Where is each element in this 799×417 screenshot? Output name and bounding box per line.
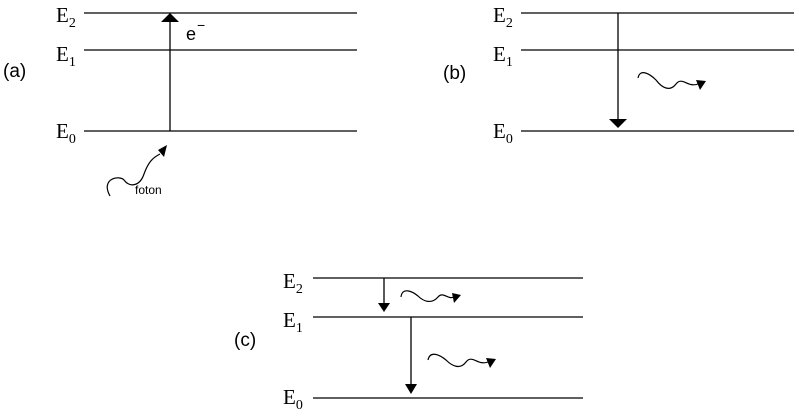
- panel-a-electron-charge: −: [197, 17, 205, 33]
- panel-c-level-e2-label: E2: [283, 269, 303, 297]
- panel-b-photon-arrowhead: [696, 80, 706, 90]
- panel-a-photon-arrowhead: [158, 145, 167, 157]
- panel-b: (b) E2 E1 E0: [443, 3, 794, 147]
- panel-b-decay-arrowhead: [609, 119, 627, 128]
- panel-b-label: (b): [443, 63, 466, 84]
- panel-a-photon-label: foton: [135, 183, 162, 197]
- panel-c-decay-arrowhead-2: [405, 384, 417, 394]
- panel-c: (c) E2 E1 E0: [234, 269, 583, 413]
- panel-b-level-e1-label: E1: [493, 42, 513, 70]
- panel-c-photon-wave-1: [400, 290, 455, 302]
- panel-c-photon-wave-2: [427, 353, 489, 368]
- panel-b-level-e2-label: E2: [493, 3, 513, 31]
- panel-c-decay-arrowhead-1: [378, 303, 390, 312]
- panel-c-photon-arrowhead-2: [486, 358, 496, 368]
- panel-c-level-e1-label: E1: [283, 308, 303, 336]
- panel-a-excitation-arrowhead: [161, 13, 179, 22]
- panel-c-photon-arrowhead-1: [452, 293, 461, 303]
- panel-a: (a) E2 E1 E0 e − foton: [3, 3, 357, 197]
- panel-b-level-e0-label: E0: [493, 119, 513, 147]
- panel-a-level-e1-label: E1: [56, 42, 76, 70]
- panel-c-label: (c): [234, 330, 256, 351]
- panel-c-level-e0-label: E0: [283, 385, 303, 413]
- panel-a-level-e0-label: E0: [56, 119, 76, 147]
- panel-a-photon-wave: [106, 153, 161, 197]
- panel-a-label: (a): [3, 61, 26, 82]
- panel-a-level-e2-label: E2: [56, 3, 76, 31]
- panel-a-electron-symbol: e: [186, 24, 196, 44]
- panel-b-photon-wave: [637, 72, 699, 89]
